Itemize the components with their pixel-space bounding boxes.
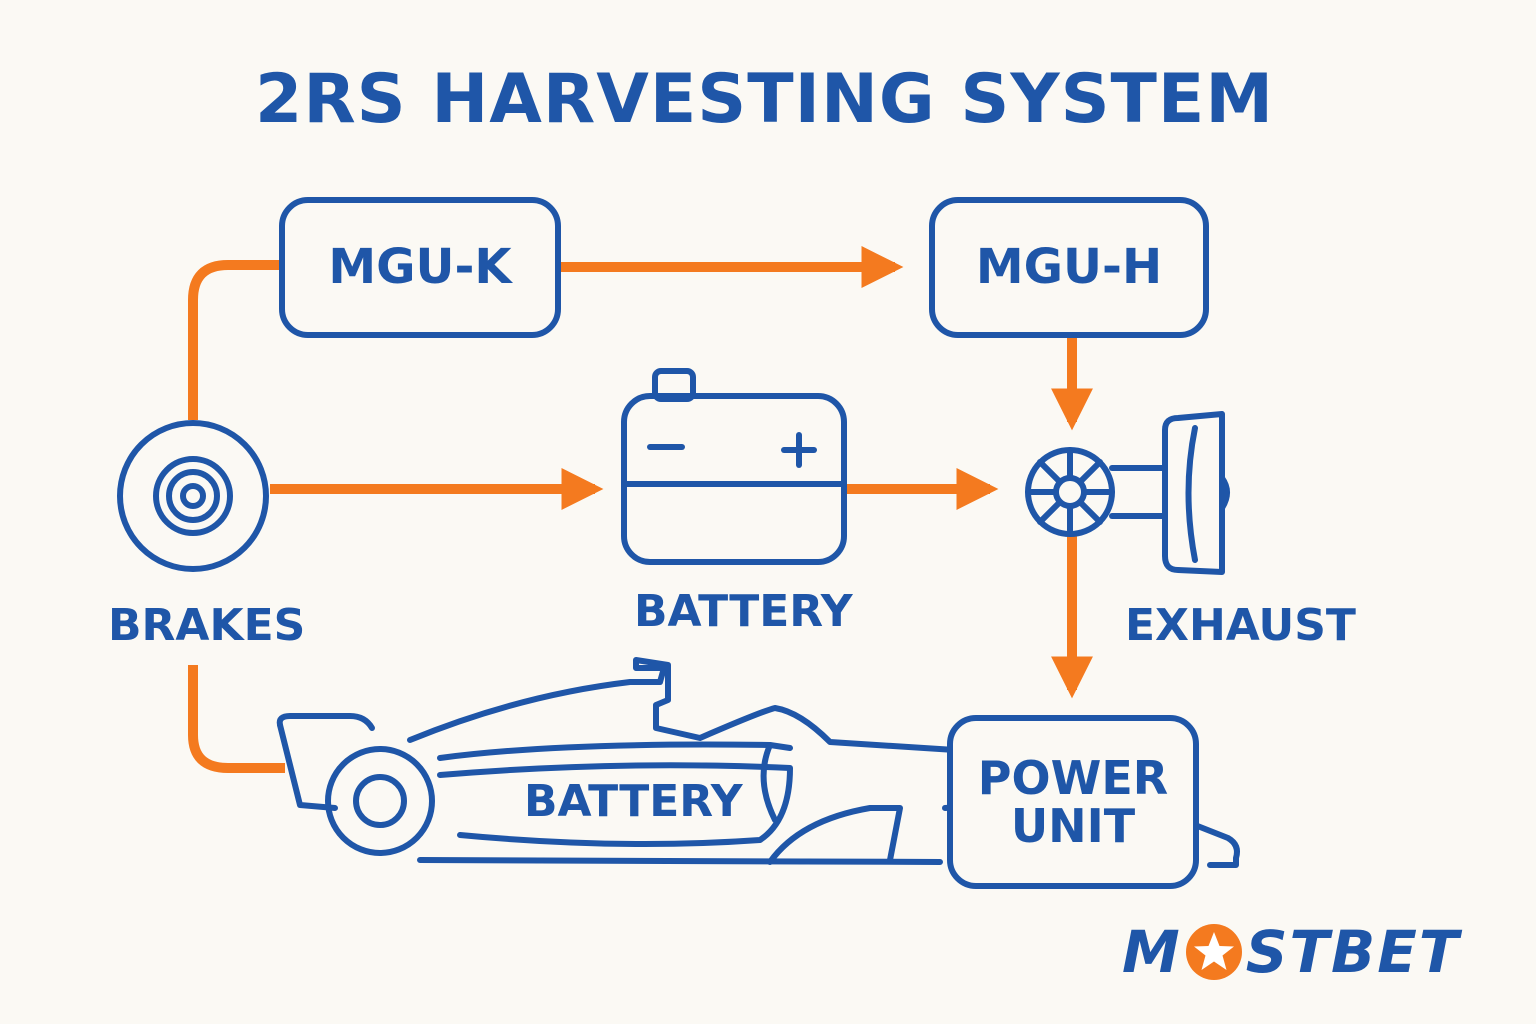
mgu-k-label: MGU-K <box>328 239 512 296</box>
power-unit-box <box>947 715 1199 889</box>
mgu-h-box <box>929 197 1209 338</box>
battery-icon <box>621 368 847 565</box>
brakes-label: BRAKES <box>108 600 306 651</box>
arrow-brakes-to-mguk <box>188 260 282 420</box>
battery-label: BATTERY <box>634 586 853 637</box>
car-battery-label: BATTERY <box>524 776 743 827</box>
power-unit-label-line2: UNIT <box>1010 799 1136 853</box>
power-unit-label: POWER UNIT <box>950 718 1196 886</box>
exhaust-label: EXHAUST <box>1125 600 1356 651</box>
brake-disc-icon <box>117 420 269 572</box>
logo-star-icon <box>1184 922 1244 982</box>
mostbet-logo: M STBET <box>1122 918 1460 986</box>
page-title: 2RS HARVESTING SYSTEM <box>255 60 1275 139</box>
mgu-h-label: MGU-H <box>975 239 1163 296</box>
arrow-brakes-to-car <box>188 665 285 773</box>
logo-text-left: M <box>1122 918 1182 986</box>
logo-text-right: STBET <box>1245 918 1461 986</box>
turbo-exhaust-icon <box>1025 411 1230 575</box>
power-unit-label-line1: POWER <box>977 750 1169 805</box>
mgu-k-box <box>279 197 561 338</box>
formula-car-icon <box>276 657 1240 868</box>
flow-arrows <box>188 246 1093 773</box>
